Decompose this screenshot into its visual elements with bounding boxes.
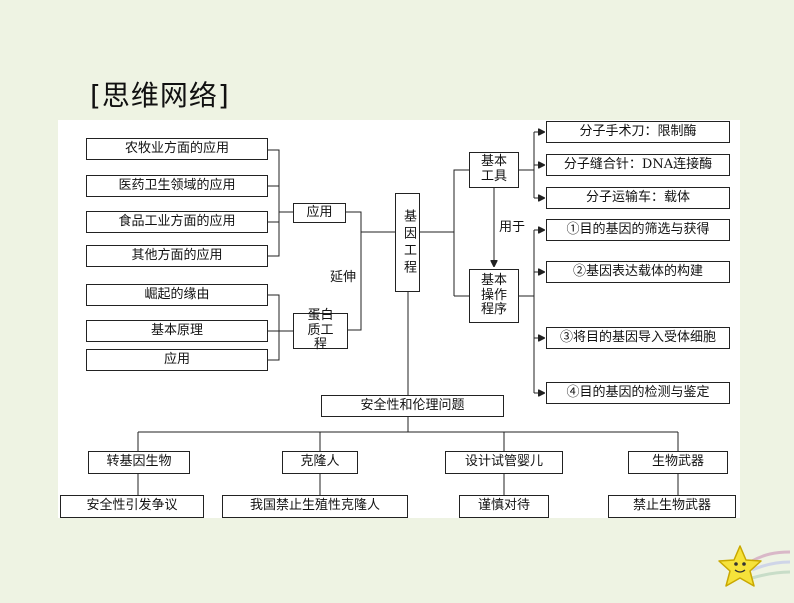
tool-dna-ligase: 分子缝合针：DNA连接酶 [546,154,730,176]
result-gmo: 安全性引发争议 [60,495,204,518]
application-item-other: 其他方面的应用 [86,245,268,267]
basic-tools-node: 基本工具 [469,152,519,188]
safety-ethics-node: 安全性和伦理问题 [321,395,504,417]
application-item-agriculture: 农牧业方面的应用 [86,138,268,160]
tool-restriction-enzyme: 分子手术刀：限制酶 [546,121,730,143]
procedure-step-1: ①目的基因的筛选与获得 [546,219,730,241]
application-item-medicine: 医药卫生领域的应用 [86,175,268,197]
result-designer-baby: 谨慎对待 [459,495,549,518]
result-cloning: 我国禁止生殖性克隆人 [222,495,408,518]
basic-procedure-node: 基本操作程序 [469,269,519,323]
procedure-step-4: ④目的基因的检测与鉴定 [546,382,730,404]
center-node-genetic-engineering: 基因工程 [395,193,420,292]
protein-engineering-node: 蛋白质工程 [293,308,348,352]
application-item-food-industry: 食品工业方面的应用 [86,211,268,233]
procedure-step-2: ②基因表达载体的构建 [546,261,730,283]
protein-item-origin: 崛起的缘由 [86,284,268,306]
topic-gmo: 转基因生物 [88,451,190,474]
shooting-star-icon [718,545,791,587]
extend-label: 延伸 [330,270,357,285]
connector-lines [137,120,679,495]
slide-title: [思维网络] [90,79,230,112]
topic-designer-baby: 设计试管婴儿 [445,451,563,474]
application-node: 应用 [293,203,346,223]
result-bioweapons: 禁止生物武器 [608,495,736,518]
topic-bioweapons: 生物武器 [628,451,728,474]
tool-vector: 分子运输车：载体 [546,187,730,209]
topic-cloning: 克隆人 [282,451,358,474]
used-for-label: 用于 [499,220,526,235]
protein-item-application: 应用 [86,349,268,371]
protein-item-principle: 基本原理 [86,320,268,342]
procedure-step-3: ③将目的基因导入受体细胞 [546,327,730,349]
concept-map-panel: 农牧业方面的应用 医药卫生领域的应用 食品工业方面的应用 其他方面的应用 应用 … [58,120,740,518]
